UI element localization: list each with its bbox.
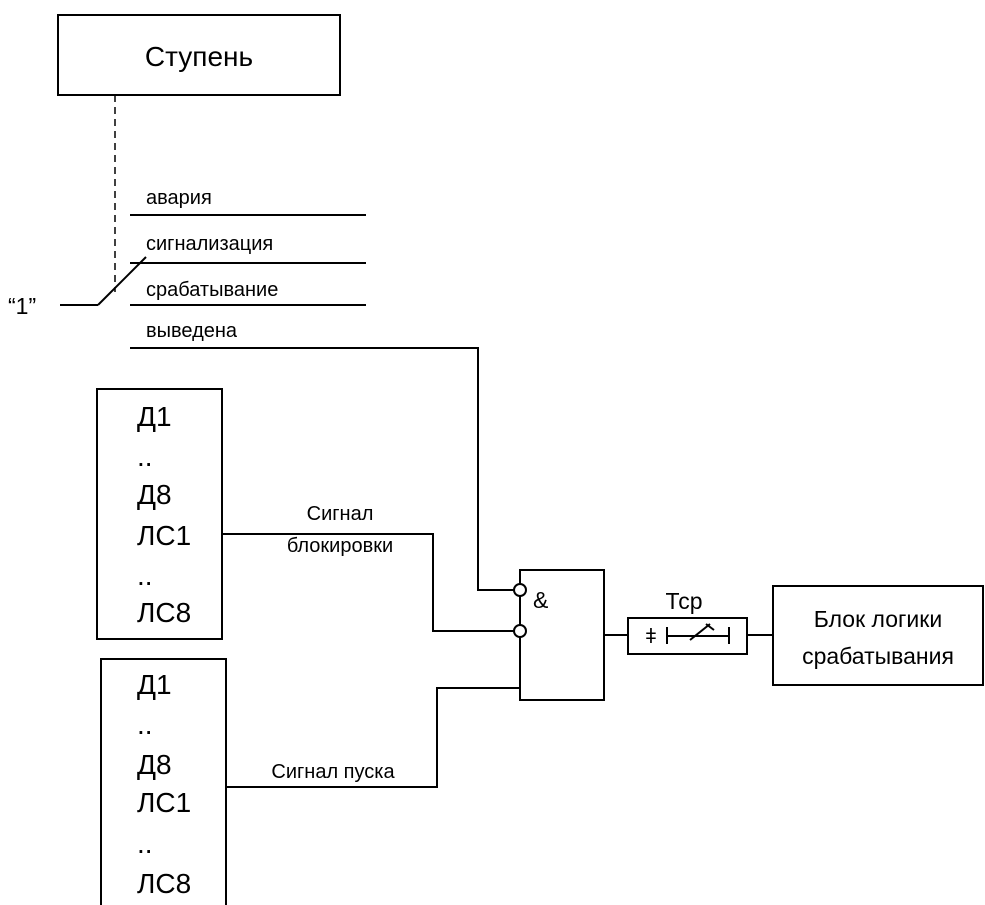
source-item: Д1 xyxy=(137,401,172,432)
switch-input-label: “1” xyxy=(8,293,36,319)
stage-block-label: Ступень xyxy=(145,41,253,72)
blocking-signal-label: блокировки xyxy=(287,535,393,557)
source-item: .. xyxy=(137,560,153,591)
source-item: .. xyxy=(137,709,153,740)
stage-block xyxy=(57,14,341,96)
time-delay-icon xyxy=(666,623,730,644)
source-item: ЛС8 xyxy=(137,868,191,899)
timer-t-mark: ǂ xyxy=(645,626,657,648)
source-block-upper xyxy=(96,388,223,640)
inverted-input-circle xyxy=(513,583,527,597)
and-gate-symbol: & xyxy=(533,587,548,613)
switch-contact xyxy=(97,256,147,306)
source-item: ЛС1 xyxy=(137,520,191,551)
source-item: Д8 xyxy=(137,479,172,510)
switch-position-label: срабатывание xyxy=(146,279,278,301)
source-item: Д8 xyxy=(137,749,172,780)
switch-position-label: авария xyxy=(146,187,212,209)
blocking-signal-line xyxy=(222,533,520,632)
blocking-signal-label: Сигнал xyxy=(307,503,374,525)
output-block-label: Блок логики xyxy=(814,606,942,632)
source-item: .. xyxy=(137,441,153,472)
start-signal-label: Сигнал пуска xyxy=(271,761,395,783)
timer-label: Тср xyxy=(665,588,702,614)
source-block-lower xyxy=(100,658,227,905)
source-item: ЛС8 xyxy=(137,597,191,628)
source-item: ЛС1 xyxy=(137,787,191,818)
source-item: Д1 xyxy=(137,669,172,700)
switch-line-vyvedena xyxy=(130,347,520,591)
switch-position-label: сигнализация xyxy=(146,233,273,255)
switch-position-label: выведена xyxy=(146,320,238,342)
inverted-input-circle xyxy=(513,624,527,638)
output-logic-block xyxy=(772,585,984,686)
start-signal-line xyxy=(226,687,520,788)
output-block-label: срабатывания xyxy=(802,643,954,669)
source-item: .. xyxy=(137,828,153,859)
